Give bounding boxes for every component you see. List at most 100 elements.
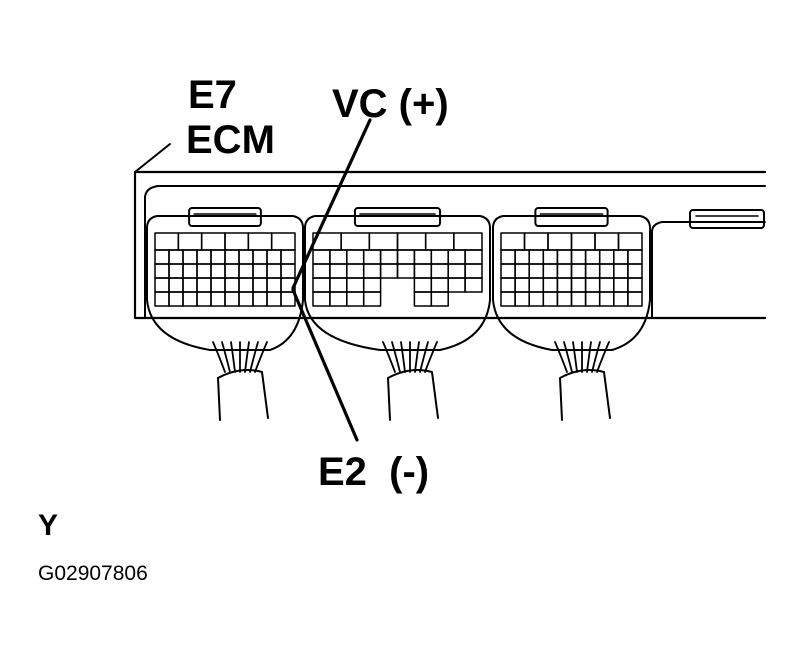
terminal-cell-top xyxy=(594,232,620,251)
terminal-cell-top xyxy=(270,232,296,251)
terminal-cell xyxy=(542,263,559,279)
terminal-cell xyxy=(613,263,629,279)
terminal-cell xyxy=(570,277,587,293)
terminal-cell xyxy=(430,291,449,307)
terminal-cell xyxy=(154,277,170,293)
terminal-cell xyxy=(598,277,615,293)
connector-3 xyxy=(492,207,651,351)
harness-wire xyxy=(230,341,236,373)
terminal-cell xyxy=(168,277,184,293)
harness-wire xyxy=(563,341,573,373)
connector-cover xyxy=(146,299,304,351)
terminal-cell xyxy=(464,263,483,279)
connector-shell xyxy=(304,215,491,301)
terminal-cell-top xyxy=(154,232,180,251)
harness-sheath xyxy=(559,369,611,421)
terminal-cell xyxy=(252,263,268,279)
terminal-cell xyxy=(224,277,240,293)
terminal-cell xyxy=(252,277,268,293)
harness-wire xyxy=(391,341,401,373)
terminal-cell-top xyxy=(424,232,455,251)
terminal-cell xyxy=(447,277,466,293)
terminal-cell xyxy=(584,249,601,265)
terminal-cell xyxy=(447,249,466,265)
terminal-cell xyxy=(556,263,573,279)
e2-leader-line xyxy=(291,288,359,442)
terminal-cell xyxy=(196,263,212,279)
terminal-cell xyxy=(514,277,530,293)
terminal-cell xyxy=(252,249,268,265)
figure-code-label: G02907806 xyxy=(38,562,148,585)
terminal-cell xyxy=(210,249,226,265)
connector-partial xyxy=(651,209,766,319)
terminal-cell xyxy=(312,277,331,293)
terminal-cell xyxy=(210,277,226,293)
terminal-cell xyxy=(528,277,545,293)
terminal-cell xyxy=(613,291,629,307)
view-marker-label: Y xyxy=(38,509,58,542)
terminal-cell xyxy=(627,277,643,293)
terminal-cell xyxy=(570,249,587,265)
terminal-cell xyxy=(584,277,601,293)
terminal-cell xyxy=(252,291,268,307)
terminal-cell xyxy=(500,277,516,293)
terminal-cell xyxy=(413,277,433,293)
terminal-cell xyxy=(196,249,212,265)
connector-1 xyxy=(146,207,304,351)
harness-wire xyxy=(554,341,568,373)
terminal-cell xyxy=(598,263,615,279)
terminal-cell xyxy=(224,263,240,279)
terminal-cell xyxy=(196,291,212,307)
terminal-cell-top xyxy=(570,232,596,251)
terminal-cell-top xyxy=(500,232,526,251)
terminal-cell xyxy=(238,263,254,279)
terminal-cell xyxy=(464,277,483,293)
terminal-cell xyxy=(528,291,545,307)
terminal-cell xyxy=(346,249,365,265)
terminal-cell xyxy=(528,249,545,265)
terminal-cell xyxy=(362,249,382,265)
terminal-cell-top xyxy=(368,232,399,251)
terminal-cell-top xyxy=(224,232,250,251)
harness-wire xyxy=(424,341,438,373)
harness-wire xyxy=(254,341,268,373)
terminal-cell xyxy=(430,277,449,293)
terminal-cell xyxy=(447,263,466,279)
harness-wire xyxy=(400,341,406,373)
terminal-cell xyxy=(528,263,545,279)
terminal-cell xyxy=(396,249,416,265)
terminal-cell xyxy=(556,249,573,265)
component-label: ECM xyxy=(186,118,275,162)
harness-wire xyxy=(212,341,226,373)
terminal-cell xyxy=(312,291,331,307)
terminal-cell xyxy=(362,291,382,307)
terminal-cell xyxy=(154,263,170,279)
connector-cover xyxy=(492,299,651,351)
terminal-cell-top xyxy=(453,232,483,251)
terminal-cell xyxy=(413,291,433,307)
terminal-cell xyxy=(396,263,416,279)
terminal-cell xyxy=(514,249,530,265)
terminal-cell-top xyxy=(177,232,203,251)
terminal-cell xyxy=(182,277,198,293)
terminal-cell xyxy=(627,263,643,279)
e2-terminal-label: E2 (-) xyxy=(318,450,429,494)
terminal-cell xyxy=(613,277,629,293)
terminal-cell xyxy=(500,291,516,307)
terminal-cell-top xyxy=(617,232,643,251)
terminal-cell xyxy=(224,291,240,307)
harness-wire xyxy=(221,341,231,373)
terminal-cell xyxy=(210,263,226,279)
terminal-cell xyxy=(266,277,282,293)
terminal-cell xyxy=(238,277,254,293)
terminal-cell xyxy=(542,291,559,307)
terminal-cell xyxy=(329,277,348,293)
terminal-cell xyxy=(168,249,184,265)
terminal-cell xyxy=(584,263,601,279)
harness-wire xyxy=(244,341,250,373)
terminal-cell-top xyxy=(200,232,226,251)
ecm-housing xyxy=(133,143,767,320)
terminal-cell xyxy=(182,249,198,265)
terminal-cell xyxy=(312,263,331,279)
